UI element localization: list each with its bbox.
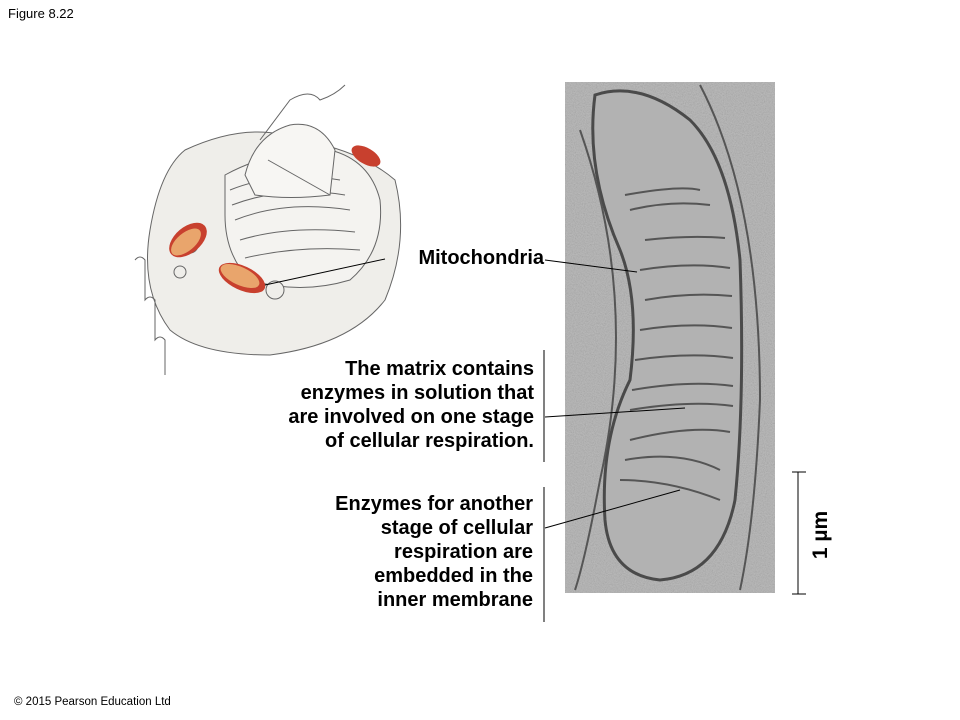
matrix-callout: The matrix contains enzymes in solution … [200,357,534,453]
matrix-line: enzymes in solution that [300,382,534,404]
scale-bar-label: 1 µm [809,510,832,560]
copyright: © 2015 Pearson Education Ltd [14,696,171,708]
inner-membrane-callout: Enzymes for another stage of cellular re… [200,492,533,612]
enzyme-line: respiration are [394,541,533,563]
mitochondrion-micrograph [565,82,775,593]
mitochondria-label: Mitochondria [418,247,544,269]
enzyme-line: embedded in the [374,565,533,587]
leader-lines [264,258,686,622]
enzyme-line: Enzymes for another [335,493,533,515]
matrix-line: The matrix contains [345,358,534,380]
enzyme-line: stage of cellular [380,517,533,539]
animal-cell-illustration [134,84,402,375]
enzyme-line: inner membrane [377,589,533,611]
matrix-line: of cellular respiration. [325,430,534,452]
scale-bar [792,471,806,595]
matrix-line: are involved on one stage [288,406,534,428]
mitochondrion-illustration [169,145,381,294]
figure-label: Figure 8.22 [8,6,74,21]
